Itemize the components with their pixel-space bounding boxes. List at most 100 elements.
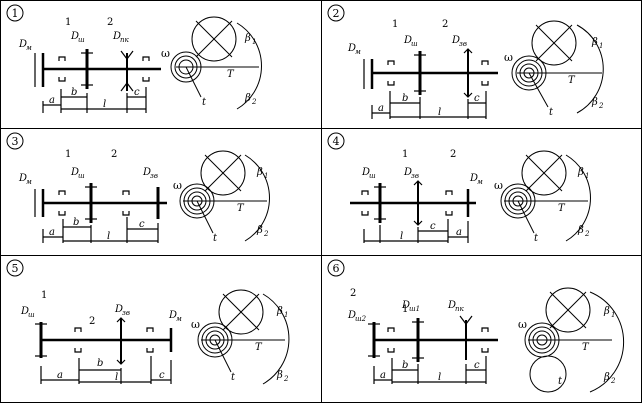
omega-label: ω (161, 47, 170, 60)
label-l: l (438, 372, 441, 383)
omega-label: ω (494, 179, 503, 192)
label-c: c (159, 370, 165, 381)
force-T-label: T (558, 203, 566, 214)
label-dsh: D (403, 35, 412, 46)
label-two: 2 (450, 149, 456, 160)
label-one: 1 (41, 290, 47, 301)
force-t-label: t (534, 233, 539, 244)
label-dm: D (447, 300, 456, 311)
beta2-sub: 2 (251, 98, 257, 106)
force-t-label: t (231, 372, 236, 383)
label-dchain: D (403, 167, 412, 178)
label-dchain-sub: ш1 (409, 305, 420, 313)
label-dm-sub: пк (455, 305, 465, 313)
beta2-label: β (276, 370, 283, 381)
omega-label: ω (173, 179, 182, 192)
label-dm: D (18, 173, 27, 184)
rotation-diagram (511, 20, 604, 114)
shaft-diagram-3: 3 1 2 D м D ш D зв a (6, 132, 270, 244)
label-dm: D (347, 43, 356, 54)
variant-number: 1 (12, 7, 19, 20)
label-dchain-sub: зв (411, 172, 419, 180)
variant-number: 4 (333, 135, 340, 148)
beta2-sub: 2 (283, 375, 289, 383)
label-l: l (438, 107, 441, 118)
beta1-sub: 1 (611, 311, 615, 319)
label-one: 1 (65, 149, 71, 160)
label-dsh-sub: ш (411, 40, 418, 48)
label-dsh: D (347, 310, 356, 321)
label-dsh: D (20, 306, 29, 317)
label-c: c (139, 219, 145, 230)
label-c: c (134, 87, 140, 98)
label-a: a (380, 370, 386, 381)
label-dchain: D (142, 167, 151, 178)
label-b: b (71, 87, 77, 98)
label-dm: D (18, 39, 27, 50)
label-dchain: D (114, 304, 123, 315)
shaft-diagram-4: 4 1 2 D м D ш D зв a (327, 132, 591, 244)
beta1-label: β (244, 33, 251, 44)
label-dsh-sub: ш2 (355, 315, 367, 323)
variant-2: 2 1 2 D м D ш D зв (321, 0, 642, 129)
rotation-diagram (197, 289, 290, 385)
label-dsh-sub: ш (78, 172, 85, 180)
variant-4: 4 1 2 D м D ш D зв a (321, 128, 642, 256)
beta1-label: β (591, 37, 598, 48)
label-a: a (378, 103, 384, 114)
label-c: c (474, 360, 480, 371)
label-one: 1 (402, 304, 408, 315)
label-dsh: D (361, 167, 370, 178)
label-a: a (57, 370, 63, 381)
variant-number: 3 (12, 135, 19, 148)
label-a: a (456, 227, 462, 238)
label-dchain: D (451, 35, 460, 46)
label-c: c (430, 221, 436, 232)
label-two: 2 (350, 288, 356, 299)
beta2-label: β (591, 97, 598, 108)
label-dm-sub: м (26, 178, 32, 186)
force-T-label: T (568, 75, 576, 86)
beta2-label: β (603, 372, 610, 383)
omega-label: ω (504, 51, 513, 64)
variant-number: 5 (12, 262, 19, 275)
variant-3: 3 1 2 D м D ш D зв a (0, 128, 322, 256)
rotation-diagram (524, 287, 625, 393)
beta1-label: β (603, 306, 610, 317)
beta1-sub: 1 (264, 172, 268, 180)
label-dsh-sub: ш (28, 311, 35, 319)
beta2-label: β (256, 225, 263, 236)
variant-6: 6 1 2 D пк D ш2 D ш1 (321, 255, 642, 403)
label-dchain-sub: зв (150, 172, 158, 180)
label-b: b (97, 358, 103, 369)
label-a: a (49, 227, 55, 238)
beta1-sub: 1 (585, 172, 589, 180)
label-dm-sub: м (355, 48, 361, 56)
force-t-label: t (202, 97, 207, 108)
omega-label: ω (191, 318, 200, 331)
label-l: l (400, 231, 403, 242)
label-dchain-sub: зв (122, 309, 130, 317)
label-a: a (49, 95, 55, 106)
beta2-label: β (577, 225, 584, 236)
label-c: c (474, 93, 480, 104)
label-l: l (107, 231, 110, 242)
label-dsh-sub: ш (369, 172, 376, 180)
beta2-label: β (244, 93, 251, 104)
label-l: l (115, 372, 118, 383)
variant-number: 2 (333, 7, 340, 20)
force-t-label: t (213, 233, 218, 244)
label-dsh-sub: ш (78, 36, 85, 44)
shaft-diagram-1: 1 (6, 4, 262, 113)
label-dchain: D (112, 31, 121, 42)
beta1-sub: 1 (252, 38, 256, 46)
number-circle (6, 4, 24, 22)
force-T-label: T (227, 69, 235, 80)
omega-label: ω (518, 318, 527, 331)
label-dm-sub: м (176, 315, 182, 323)
rotation-diagram (170, 16, 262, 110)
label-two: 2 (111, 149, 117, 160)
force-t-label: t (549, 107, 554, 118)
label-dchain-sub: пк (120, 36, 130, 44)
